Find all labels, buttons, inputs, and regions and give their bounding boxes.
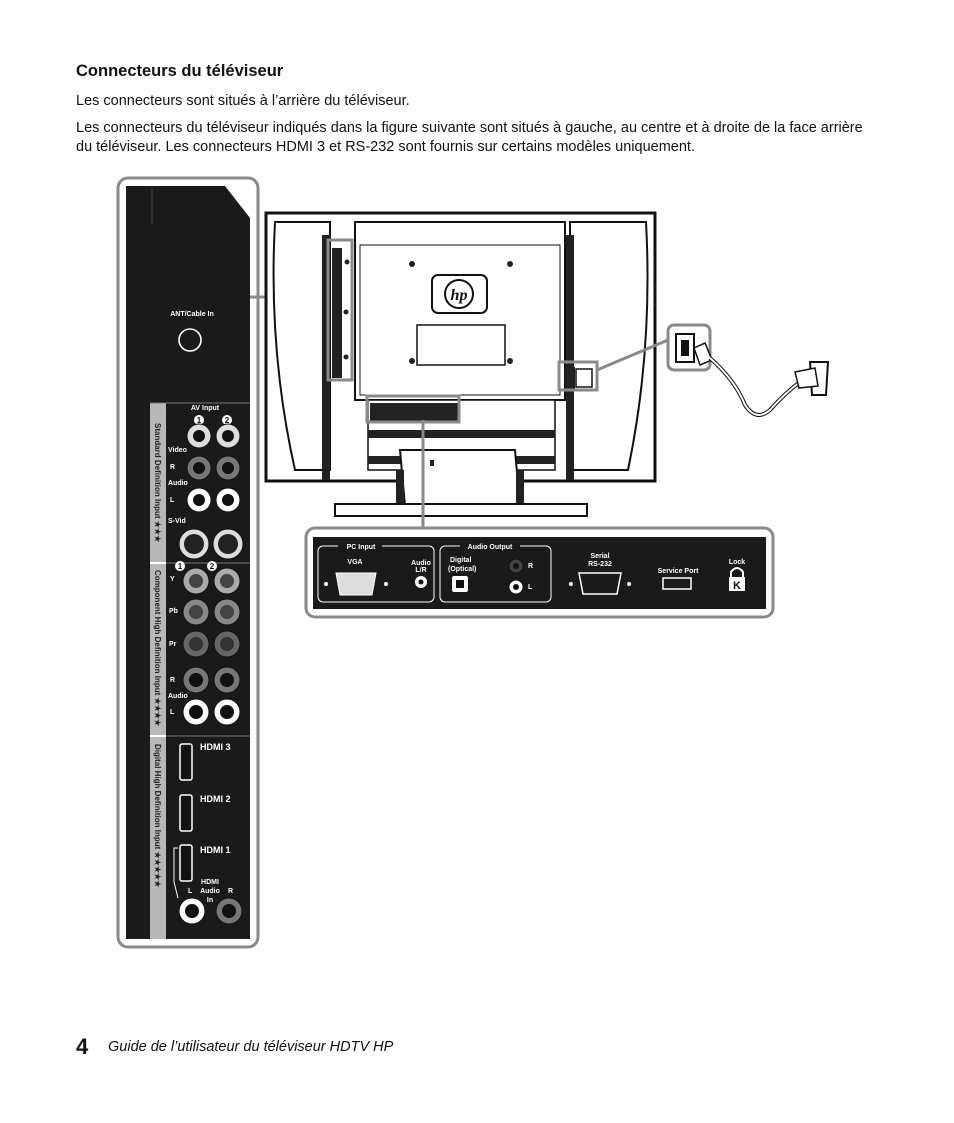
label-hdmi-audio-1: HDMI [201, 879, 219, 886]
number-1-text: 1 [197, 416, 202, 425]
left-callout-frame [116, 176, 260, 949]
label-comp-l: L [170, 709, 175, 716]
serial-port [578, 572, 622, 595]
label-comp-audio: Audio [168, 693, 188, 700]
section-heading: Connecteurs du téléviseur [76, 62, 284, 80]
label-audio-out-l: L [528, 584, 533, 591]
label-hdmi1: HDMI 1 [200, 845, 231, 855]
label-audio: Audio [168, 480, 188, 487]
label-pb: Pb [169, 608, 178, 615]
power-callout-line [596, 338, 669, 372]
label-hdmi3: HDMI 3 [200, 742, 231, 752]
label-standard-definition: Standard Definition Input ★★★ [153, 423, 162, 543]
label-hdmi-audio-3: In [207, 897, 213, 904]
component-jacks [182, 567, 241, 726]
number-2-text: 2 [225, 416, 230, 425]
label-serial-2: RS-232 [588, 561, 612, 568]
component-number-2: 2 [210, 562, 215, 571]
intro-paragraph: Les connecteurs sont situés à l’arrière … [76, 93, 410, 109]
label-y: Y [170, 576, 175, 583]
label-vga: VGA [347, 559, 362, 566]
vga-port [335, 572, 377, 596]
label-av-input: AV Input [191, 405, 220, 412]
svg-text:hp: hp [451, 287, 468, 304]
svg-text:K: K [733, 580, 741, 592]
label-svid: S-Vid [168, 518, 186, 525]
label-ant-cable-in: ANT/Cable In [170, 311, 214, 318]
bottom-connector-panel: PC Input VGA Audio L/R Audio Output Digi… [304, 526, 775, 619]
label-audio-output: Audio Output [468, 544, 513, 551]
label-audio-lr-1: Audio [411, 560, 431, 567]
label-service-port: Service Port [658, 568, 700, 575]
hdmi-ports [173, 743, 193, 899]
lock-icon [730, 567, 744, 577]
label-hdmi2: HDMI 2 [200, 794, 231, 804]
footer-title: Guide de l’utilisateur du téléviseur HDT… [108, 1039, 394, 1055]
tv-back-illustration: hp [264, 211, 657, 517]
bottom-panel-body [313, 537, 766, 609]
number-2-badge [222, 415, 232, 425]
ant-cable-jack [178, 328, 202, 352]
power-cord-detail [666, 323, 830, 417]
label-video: Video [168, 447, 187, 454]
label-pr: Pr [169, 641, 177, 648]
label-comp-r: R [170, 677, 175, 684]
component-number-1: 1 [178, 562, 183, 571]
label-audio-r: R [170, 464, 175, 471]
label-digital-1: Digital [450, 557, 471, 564]
left-connector-panel: Standard Definition Input ★★★ Component … [116, 176, 260, 949]
bottom-callout-frame [304, 526, 775, 619]
label-component-hd: Component High Definition Input ★★★★ [153, 570, 162, 727]
label-pc-input: PC Input [347, 544, 376, 551]
label-hdmi-audio-l: L [188, 888, 193, 895]
av-input-jacks [178, 423, 244, 560]
label-audio-lr-2: L/R [415, 567, 426, 574]
service-port [662, 577, 692, 590]
label-hdmi-audio-r: R [228, 888, 233, 895]
section-strip [150, 403, 166, 939]
label-lock: Lock [729, 559, 745, 566]
label-audio-l: L [170, 497, 175, 504]
label-audio-out-r: R [528, 563, 533, 570]
label-digital-2: (Optical) [448, 566, 476, 573]
page-number: 4 [76, 1034, 89, 1059]
number-1-badge [194, 415, 204, 425]
label-digital-hd: Digital High Definition Input ★★★★★ [153, 744, 162, 888]
description-paragraph: Les connecteurs du téléviseur indiqués d… [76, 120, 863, 155]
label-hdmi-audio-2: Audio [200, 888, 220, 895]
label-serial-1: Serial [590, 553, 609, 560]
